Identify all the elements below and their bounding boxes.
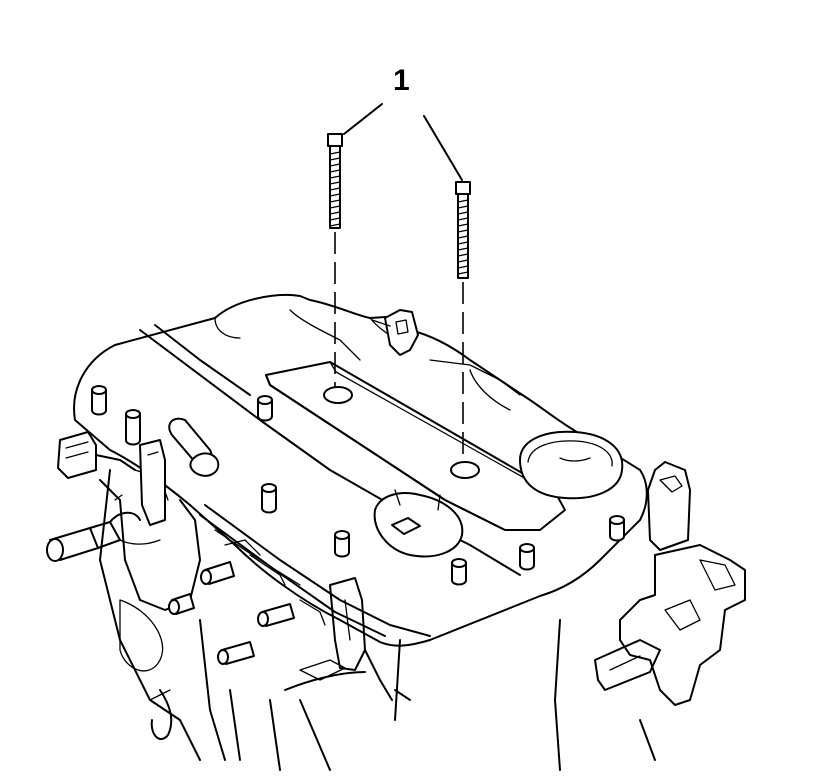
engine-block (99, 469, 561, 771)
right-brackets (594, 461, 746, 761)
cover-bolt-right (455, 181, 471, 463)
cover-bolt-left (327, 133, 343, 388)
left-components (46, 431, 411, 701)
camshaft-cover (73, 294, 648, 647)
top-bracket (371, 309, 419, 356)
callout-leaders (343, 103, 463, 181)
callout-number: 1 (393, 64, 410, 97)
